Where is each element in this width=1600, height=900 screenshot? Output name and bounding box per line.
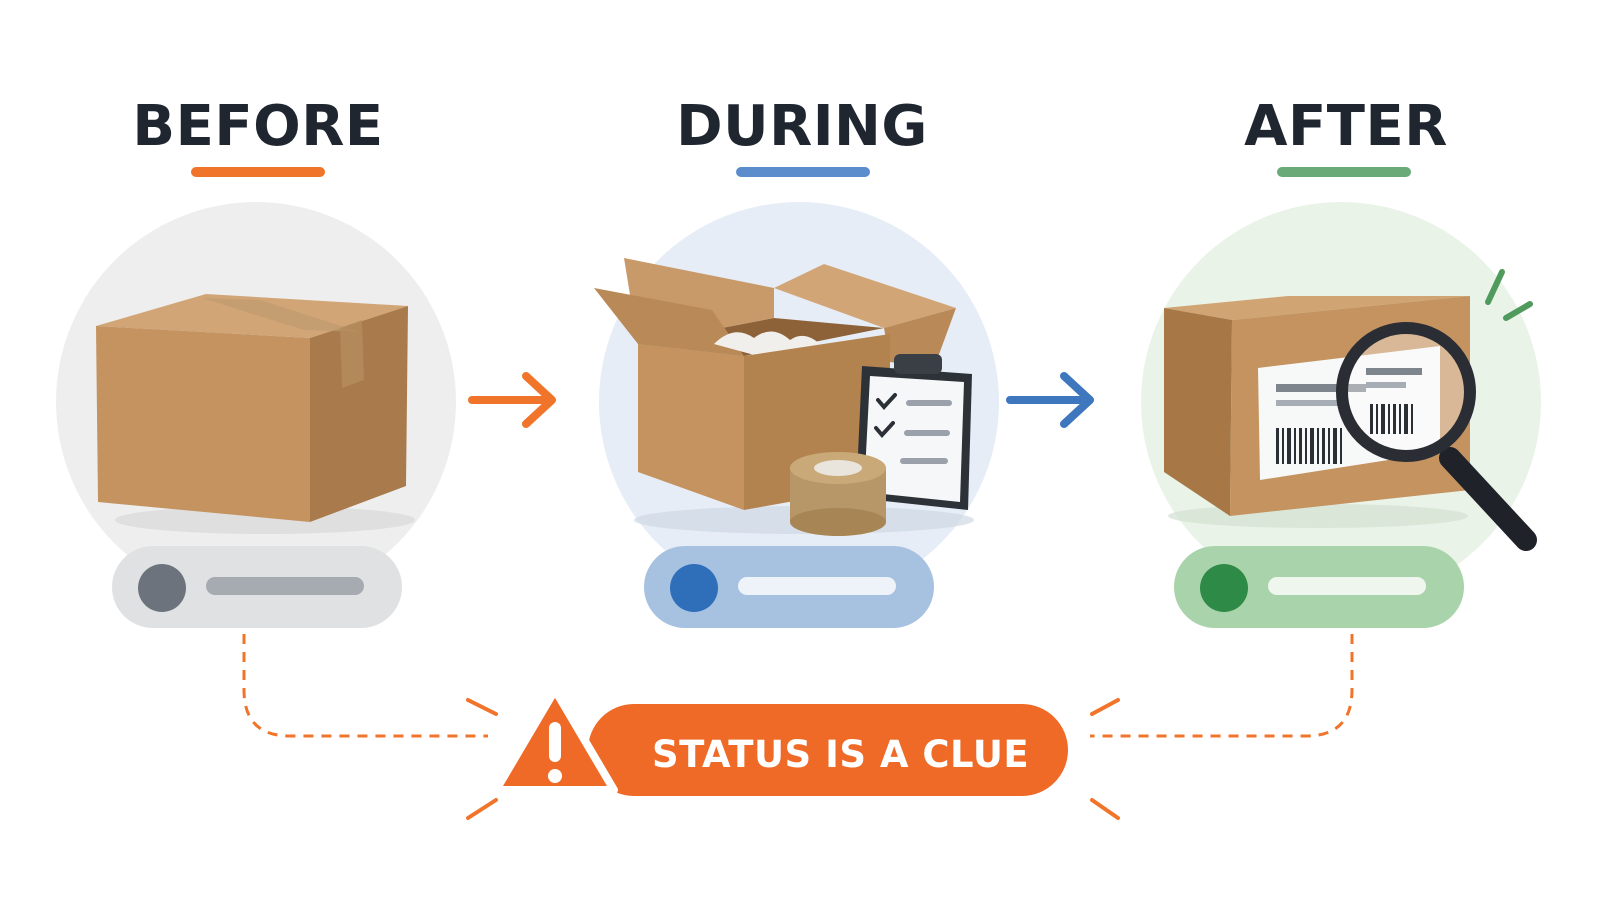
status-dot [670, 564, 718, 612]
status-pill-during [644, 546, 934, 628]
status-bar [738, 577, 896, 595]
underline-during [736, 167, 870, 177]
arrow-right-icon [1006, 372, 1094, 428]
warning-triangle-icon [492, 686, 618, 794]
arrow-right-icon [468, 372, 556, 428]
status-bar [206, 577, 364, 595]
stage-title-during: DURING [676, 94, 928, 159]
sealed-box-icon [96, 294, 415, 534]
callout-text: STATUS IS A CLUE [652, 733, 1030, 776]
open-box-with-clipboard-and-tape-icon [594, 258, 974, 536]
stage-title-before: BEFORE [132, 94, 384, 159]
status-dot [138, 564, 186, 612]
status-dot [1200, 564, 1248, 612]
underline-before [191, 167, 325, 177]
labeled-box-with-magnifier-icon [1164, 269, 1537, 551]
status-bar [1268, 577, 1426, 595]
stage-title-after: AFTER [1244, 94, 1448, 159]
status-pill-before [112, 546, 402, 628]
underline-after [1277, 167, 1411, 177]
status-pill-after [1174, 546, 1464, 628]
status-callout-banner [588, 704, 1068, 796]
